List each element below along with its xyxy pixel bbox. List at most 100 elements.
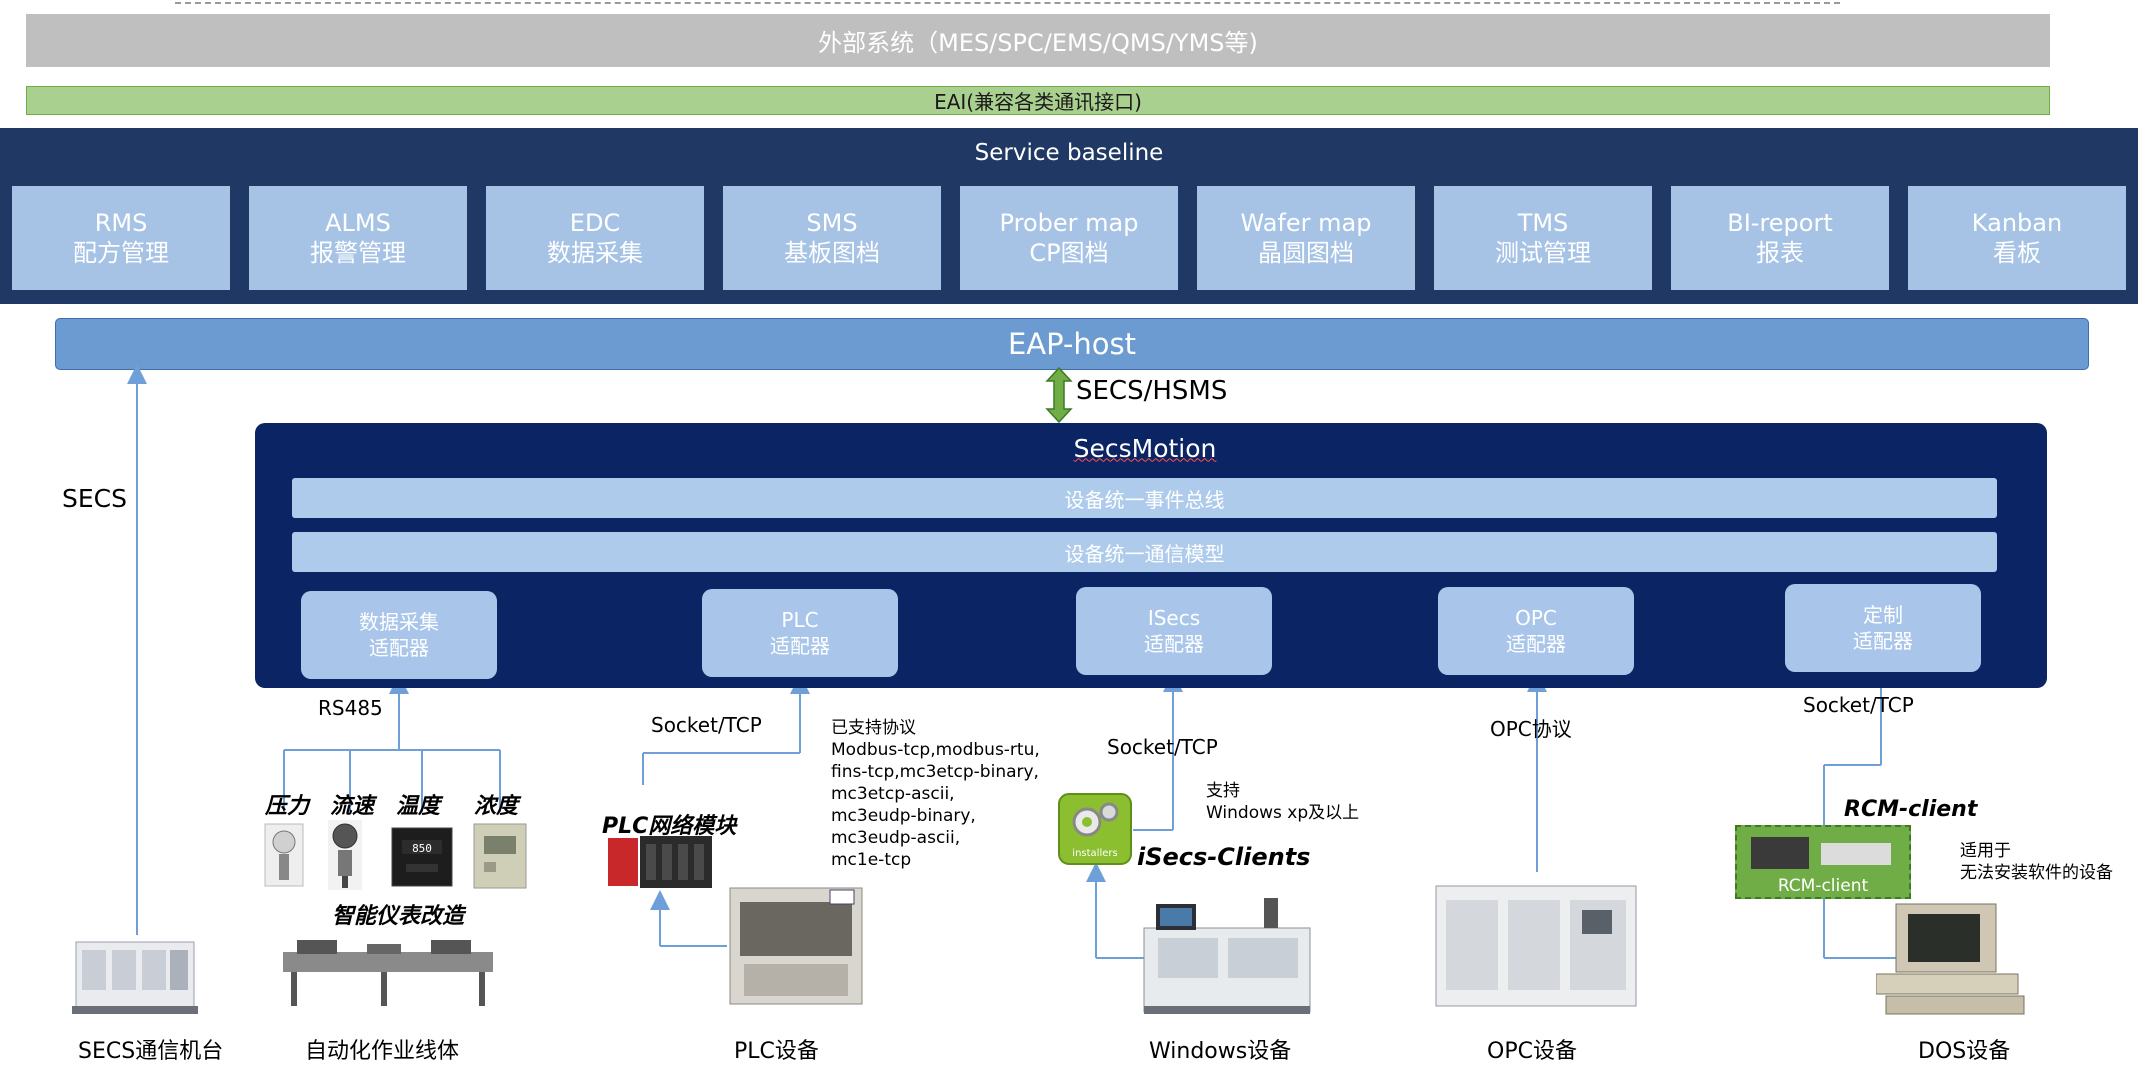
adapter-type: 适配器	[1144, 632, 1204, 656]
note-line: 无法安装软件的设备	[1960, 863, 2113, 883]
comm-model-bar: 设备统一通信模型	[292, 532, 1997, 572]
plc-protocol-heading: 已支持协议	[831, 718, 916, 738]
module-rms: RMS 配方管理	[12, 186, 230, 290]
sensor-images: 850	[264, 820, 527, 890]
device-label-secs: SECS通信机台	[78, 1039, 224, 1064]
service-baseline-title: Service baseline	[974, 140, 1164, 166]
module-name: Kanban	[1971, 209, 2063, 237]
windows-equipment-icon	[1143, 898, 1311, 1014]
module-desc: 测试管理	[1495, 239, 1591, 267]
isecs-clients-label: iSecs-Clients	[1137, 843, 1311, 871]
note-line: 适用于	[1960, 841, 2011, 861]
device-label-windows: Windows设备	[1149, 1039, 1292, 1064]
module-name: SMS	[806, 209, 858, 237]
module-desc: 基板图档	[784, 239, 880, 267]
module-desc: 报警管理	[310, 239, 406, 267]
installers-text: installers	[1072, 848, 1117, 859]
rcm-client-box-label: RCM-client	[1777, 876, 1869, 896]
device-label-plc: PLC设备	[734, 1039, 819, 1064]
isecs-socket-tcp-label: Socket/TCP	[1107, 735, 1218, 759]
adapter-plc: PLC 适配器	[702, 589, 898, 677]
module-bi-report: BI-report 报表	[1671, 186, 1889, 290]
plc-protocol-line: fins-tcp,mc3etcp-binary,	[831, 762, 1039, 782]
support-line: 支持	[1206, 781, 1240, 801]
isecs-support-note: 支持 Windows xp及以上	[1206, 780, 1359, 824]
double-arrow-icon	[1045, 366, 1073, 424]
module-name: Wafer map	[1240, 209, 1372, 237]
module-prober-map: Prober map CP图档	[960, 186, 1178, 290]
module-desc: 晶圆图档	[1258, 239, 1354, 267]
svg-text:850: 850	[412, 842, 432, 855]
module-alms: ALMS 报警管理	[249, 186, 467, 290]
module-edc: EDC 数据采集	[486, 186, 704, 290]
adapter-opc: OPC 适配器	[1438, 587, 1634, 675]
device-label-dos: DOS设备	[1918, 1039, 2011, 1064]
concentration-meter-icon	[473, 823, 527, 889]
sensor-label-concentration: 浓度	[474, 794, 519, 819]
module-kanban: Kanban 看板	[1908, 186, 2126, 290]
module-desc: CP图档	[1029, 239, 1109, 267]
secs-label: SECS	[62, 484, 127, 513]
module-name: BI-report	[1727, 209, 1833, 237]
flow-meter-icon	[328, 820, 362, 890]
adapter-custom: 定制 适配器	[1785, 584, 1981, 672]
eai-bar: EAI(兼容各类通讯接口)	[26, 86, 2050, 115]
plc-protocol-line: mc3eudp-binary,	[831, 806, 976, 826]
secs-equipment-icon	[72, 941, 198, 1014]
module-name: TMS	[1517, 209, 1569, 237]
module-name: EDC	[569, 209, 621, 237]
sensor-label-temperature: 温度	[396, 794, 441, 819]
adapter-isecs: ISecs 适配器	[1076, 587, 1272, 675]
top-dashed-divider	[175, 2, 1840, 4]
module-sms: SMS 基板图档	[723, 186, 941, 290]
plc-protocol-line: mc3eudp-ascii,	[831, 828, 961, 848]
adapter-name: OPC	[1515, 606, 1557, 630]
module-desc: 配方管理	[73, 239, 169, 267]
adapter-name: PLC	[781, 608, 819, 632]
secs-hsms-label: SECS/HSMS	[1076, 376, 1228, 406]
support-line: Windows xp及以上	[1206, 803, 1360, 823]
device-label-line: 自动化作业线体	[305, 1039, 460, 1064]
event-bus-bar: 设备统一事件总线	[292, 478, 1997, 518]
module-desc: 报表	[1756, 239, 1804, 267]
adapter-data-collection: 数据采集 适配器	[301, 591, 497, 679]
adapter-type: 适配器	[1506, 632, 1566, 656]
opc-protocol-label: OPC协议	[1490, 717, 1572, 741]
plc-equipment-icon	[729, 887, 863, 1005]
plc-socket-tcp-label: Socket/TCP	[651, 713, 762, 737]
opc-equipment-icon	[1435, 885, 1637, 1007]
plc-protocol-line: Modbus-tcp,modbus-rtu,	[831, 740, 1040, 760]
rcm-note: 适用于 无法安装软件的设备	[1960, 840, 2113, 884]
pressure-gauge-icon	[264, 823, 304, 887]
rcm-client-box: RCM-client	[1735, 825, 1911, 899]
plc-protocol-line: mc3etcp-ascii,	[831, 784, 955, 804]
adapter-type: 适配器	[369, 636, 429, 660]
module-name: RMS	[94, 209, 148, 237]
adapter-name: 数据采集	[359, 610, 439, 634]
module-wafer-map: Wafer map 晶圆图档	[1197, 186, 1415, 290]
rcm-socket-tcp-label: Socket/TCP	[1803, 693, 1914, 717]
production-line-icon	[283, 940, 493, 1006]
plc-module-label: PLC网络模块	[602, 814, 737, 839]
module-tms: TMS 测试管理	[1434, 186, 1652, 290]
plc-module-icon	[608, 836, 712, 888]
sensor-label-flow: 流速	[330, 794, 375, 819]
module-desc: 数据采集	[547, 239, 643, 267]
temperature-controller-icon: 850	[391, 827, 453, 887]
secsmotion-title: SecsMotion	[1073, 433, 1217, 463]
external-system-bar: 外部系统（MES/SPC/EMS/QMS/YMS等)	[26, 14, 2050, 67]
device-label-opc: OPC设备	[1487, 1039, 1577, 1064]
plc-protocol-list: 已支持协议 Modbus-tcp,modbus-rtu, fins-tcp,mc…	[831, 717, 1040, 871]
plc-protocol-line: mc1e-tcp	[831, 850, 912, 870]
eap-host-bar: EAP-host	[55, 318, 2089, 370]
module-name: ALMS	[325, 209, 391, 237]
module-name: Prober map	[999, 209, 1139, 237]
adapter-type: 适配器	[1853, 629, 1913, 653]
smart-meter-label: 智能仪表改造	[332, 904, 465, 929]
rcm-device-icon	[1751, 837, 1891, 869]
adapter-name: ISecs	[1147, 606, 1201, 630]
module-desc: 看板	[1993, 239, 2041, 267]
adapter-name: 定制	[1863, 603, 1903, 627]
adapter-type: 适配器	[770, 634, 830, 658]
